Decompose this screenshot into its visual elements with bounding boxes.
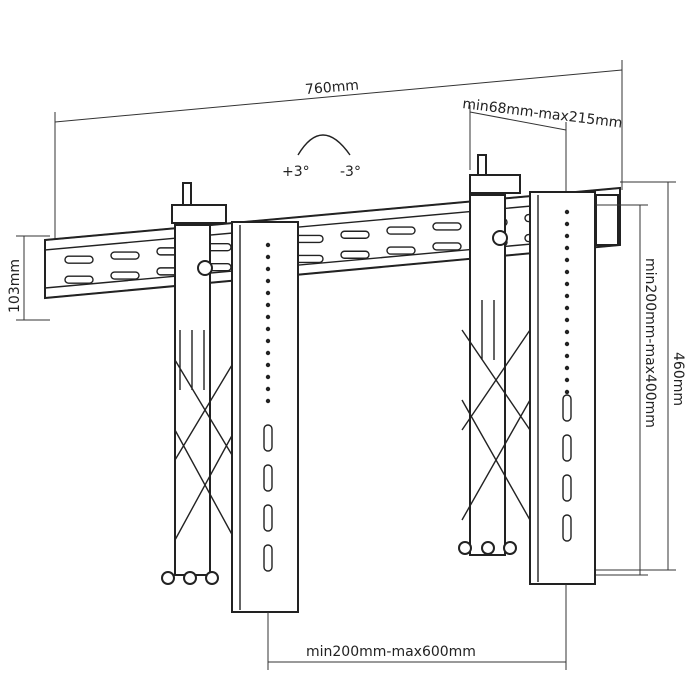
mounting-slot bbox=[263, 544, 273, 572]
mounting-hole bbox=[564, 341, 570, 347]
rail-height-dimension: 103mm bbox=[7, 235, 50, 321]
rail-slot bbox=[110, 251, 140, 260]
right-vertical-plate bbox=[529, 191, 619, 585]
rail-height-label: 103mm bbox=[7, 259, 23, 313]
mounting-hole bbox=[564, 209, 570, 215]
left-vertical-plate bbox=[231, 221, 299, 613]
mounting-hole bbox=[265, 386, 271, 392]
mounting-hole bbox=[564, 281, 570, 287]
mounting-hole bbox=[564, 269, 570, 275]
mounting-hole bbox=[265, 314, 271, 320]
arm-offset-label: min68mm-max215mm bbox=[462, 96, 624, 132]
tilt-minus-label: -3° bbox=[340, 164, 361, 180]
left-arm bbox=[161, 182, 236, 585]
mounting-hole bbox=[564, 245, 570, 251]
horizontal-range-label: min200mm-max600mm bbox=[306, 644, 476, 660]
mounting-hole bbox=[265, 338, 271, 344]
mounting-hole bbox=[564, 329, 570, 335]
mounting-slot bbox=[562, 434, 572, 462]
mounting-slot bbox=[263, 424, 273, 452]
rail-slot bbox=[64, 255, 94, 264]
rail-slot bbox=[340, 230, 370, 239]
right-arm bbox=[458, 154, 531, 556]
rail-slot bbox=[432, 242, 462, 251]
mounting-hole bbox=[265, 302, 271, 308]
mounting-hole bbox=[265, 290, 271, 296]
tilt-plus-label: +3° bbox=[282, 164, 310, 180]
mounting-slot bbox=[562, 394, 572, 422]
mounting-slot bbox=[562, 474, 572, 502]
rail-slot bbox=[386, 226, 416, 235]
mounting-hole bbox=[564, 233, 570, 239]
mounting-hole bbox=[265, 254, 271, 260]
rail-slot bbox=[432, 222, 462, 231]
horizontal-range-dimension: min200mm-max600mm bbox=[267, 584, 567, 670]
mounting-slot bbox=[562, 514, 572, 542]
rail-slot bbox=[110, 271, 140, 280]
mounting-hole bbox=[265, 362, 271, 368]
rail-slot bbox=[64, 275, 94, 284]
total-height-dimension: 460mm bbox=[596, 181, 686, 571]
vertical-range-dimension: min200mm-max400mm bbox=[596, 204, 658, 576]
mounting-hole bbox=[265, 242, 271, 248]
mounting-hole bbox=[564, 377, 570, 383]
mounting-slot bbox=[263, 464, 273, 492]
mounting-hole bbox=[564, 293, 570, 299]
mounting-hole bbox=[564, 305, 570, 311]
mounting-hole bbox=[265, 350, 271, 356]
mounting-hole bbox=[265, 326, 271, 332]
mounting-hole bbox=[564, 389, 570, 395]
mounting-hole bbox=[265, 278, 271, 284]
rail-slot bbox=[386, 246, 416, 255]
width-label: 760mm bbox=[304, 78, 359, 99]
mounting-hole bbox=[564, 365, 570, 371]
width-dimension: 760mm bbox=[54, 60, 623, 240]
tilt-indicator: +3° -3° bbox=[282, 134, 361, 180]
mounting-hole bbox=[564, 221, 570, 227]
mounting-hole bbox=[564, 317, 570, 323]
vertical-range-label: min200mm-max400mm bbox=[642, 258, 658, 428]
mounting-hole bbox=[265, 374, 271, 380]
rail-slot bbox=[340, 250, 370, 259]
mounting-hole bbox=[564, 257, 570, 263]
mounting-hole bbox=[265, 266, 271, 272]
total-height-label: 460mm bbox=[670, 352, 686, 406]
mounting-hole bbox=[265, 398, 271, 404]
mounting-hole bbox=[564, 353, 570, 359]
mounting-slot bbox=[263, 504, 273, 532]
